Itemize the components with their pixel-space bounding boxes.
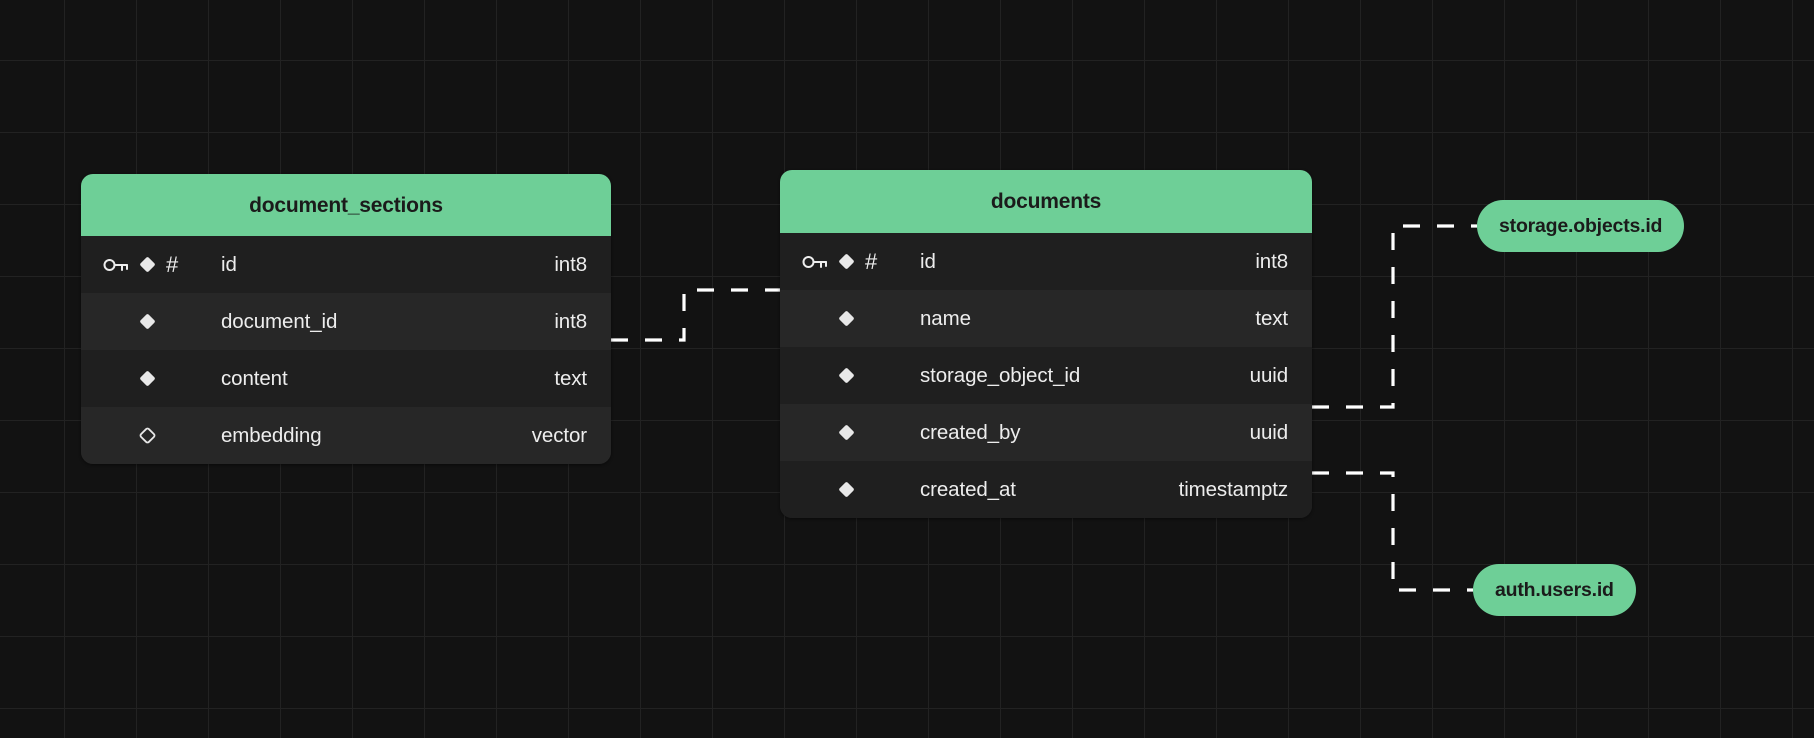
diamond-filled-icon [839,482,854,497]
table-row[interactable]: storage_object_id uuid [780,347,1312,404]
column-name: created_by [920,420,1021,444]
row-icons [802,366,920,385]
column-name: content [221,366,288,390]
diamond-outline-icon [139,427,156,444]
row-icons: # [802,248,920,274]
hash-icon: # [166,251,179,277]
table-documents[interactable]: documents # id int8 [780,170,1312,518]
column-type: int8 [554,309,587,333]
diamond-filled-icon [839,368,854,383]
table-row[interactable]: created_by uuid [780,404,1312,461]
key-icon [802,255,827,268]
column-name: id [221,252,237,276]
table-row[interactable]: document_id int8 [81,293,611,350]
column-name: storage_object_id [920,363,1081,387]
row-icons [103,312,221,331]
row-icons: # [103,251,221,277]
reference-pill-storage-objects-id[interactable]: storage.objects.id [1477,200,1685,252]
column-type: int8 [554,252,587,276]
edge-documents-to-auth-users [1312,471,1473,592]
table-row[interactable]: # id int8 [780,233,1312,290]
column-type: text [1255,306,1288,330]
row-icons [103,426,221,445]
row-icons [802,309,920,328]
column-type: uuid [1249,420,1288,444]
column-type: text [554,366,587,390]
column-name: created_at [920,477,1016,501]
column-name: id [920,249,936,273]
table-document-sections[interactable]: document_sections # id int8 [81,174,611,464]
diamond-filled-icon [839,254,854,269]
table-title-document-sections: document_sections [81,174,611,236]
column-name: embedding [221,423,322,447]
row-icons [802,423,920,442]
column-type: timestamptz [1178,477,1289,501]
column-type: vector [531,423,587,447]
column-name: document_id [221,309,338,333]
table-row[interactable]: embedding vector [81,407,611,464]
row-icons [103,369,221,388]
column-name: name [920,306,971,330]
table-row[interactable]: content text [81,350,611,407]
diamond-filled-icon [140,314,155,329]
edge-documents-to-storage-objects [1312,224,1477,409]
table-row[interactable]: created_at timestamptz [780,461,1312,518]
hash-icon: # [865,248,878,274]
key-icon [103,258,128,271]
column-type: int8 [1255,249,1288,273]
table-row[interactable]: # id int8 [81,236,611,293]
diamond-filled-icon [140,257,155,272]
diamond-filled-icon [140,371,155,386]
edge-document-sections-to-documents [611,288,780,342]
table-title-documents: documents [780,170,1312,233]
table-row[interactable]: name text [780,290,1312,347]
diamond-filled-icon [839,311,854,326]
row-icons [802,480,920,499]
reference-pill-auth-users-id[interactable]: auth.users.id [1473,564,1636,616]
column-type: uuid [1249,363,1288,387]
diamond-filled-icon [839,425,854,440]
